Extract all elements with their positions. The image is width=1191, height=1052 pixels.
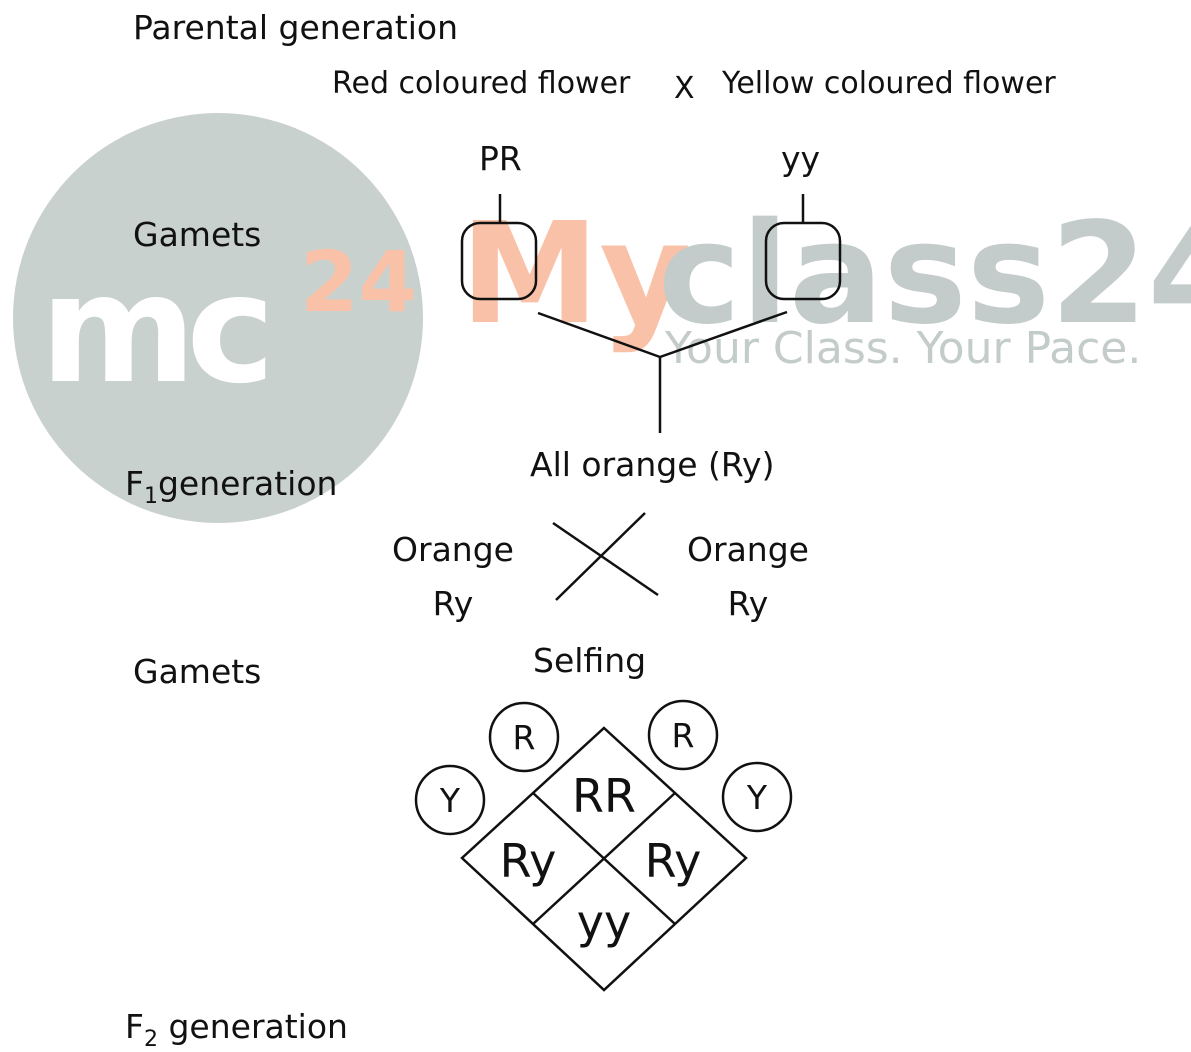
f1-left-genotype: Ry <box>432 584 474 623</box>
left-gamete-box <box>460 221 538 301</box>
gamete-right-top-letter: R <box>671 716 695 755</box>
gamete-circle-left-bottom <box>414 764 486 836</box>
left-join-line <box>537 311 661 359</box>
gamete-left-top-letter: R <box>512 718 536 757</box>
right-join-line <box>659 310 788 359</box>
f2-word: generation <box>157 1007 348 1046</box>
f1-left-phenotype: Orange <box>392 530 514 569</box>
watermark-tagline: Your Class. Your Pace. <box>665 323 1142 374</box>
punnett-cell-left: Ry <box>499 834 557 888</box>
parent-left-genotype: PR <box>479 139 522 178</box>
punnett-diamond <box>460 726 748 992</box>
row-label-f1: F1generation <box>125 464 338 508</box>
f2-letter: F <box>125 1007 144 1046</box>
f1-right-phenotype: Orange <box>687 530 809 569</box>
row-label-gametes-2: Gamets <box>133 652 262 691</box>
row-label-gametes-1: Gamets <box>133 215 262 254</box>
row-label-parental: Parental generation <box>133 8 458 47</box>
watermark-logo-letters: mc <box>40 243 275 417</box>
gamete-circle-left-top <box>488 701 560 773</box>
cross-line-1 <box>552 521 659 597</box>
f2-subscript: 2 <box>143 1027 158 1052</box>
parent-right-label: Yellow coloured flower <box>722 66 1056 101</box>
row-label-f2: F2 generation <box>125 1007 348 1051</box>
parent-right-genotype: yy <box>781 139 821 178</box>
gamete-circle-right-top <box>647 699 719 771</box>
f1-result: All orange (Ry) <box>530 445 775 484</box>
right-gamete-box <box>764 221 842 301</box>
gamete-right-bottom-letter: Y <box>746 778 768 817</box>
watermark-logo-superscript: 24 <box>300 233 417 331</box>
punnett-cell-right: Ry <box>644 834 702 888</box>
gamete-left-bottom-letter: Y <box>439 781 461 820</box>
cross-symbol: X <box>674 71 695 106</box>
f1-letter: F <box>125 464 144 503</box>
f1-right-genotype: Ry <box>727 584 769 623</box>
parent-left-label: Red coloured flower <box>332 66 631 101</box>
selfing-label: Selfing <box>533 641 647 680</box>
punnett-divider-2 <box>532 792 676 925</box>
watermark-brand-my: My <box>460 193 691 356</box>
watermark-circle <box>13 113 423 523</box>
f1-word: generation <box>157 464 338 503</box>
gamete-circle-right-bottom <box>721 761 793 833</box>
f1-subscript: 1 <box>143 484 158 509</box>
punnett-cell-bottom: yy <box>576 895 632 949</box>
cross-line-2 <box>555 512 646 601</box>
punnett-cell-top: RR <box>572 769 636 823</box>
watermark-brand-class: class24 <box>658 193 1191 356</box>
